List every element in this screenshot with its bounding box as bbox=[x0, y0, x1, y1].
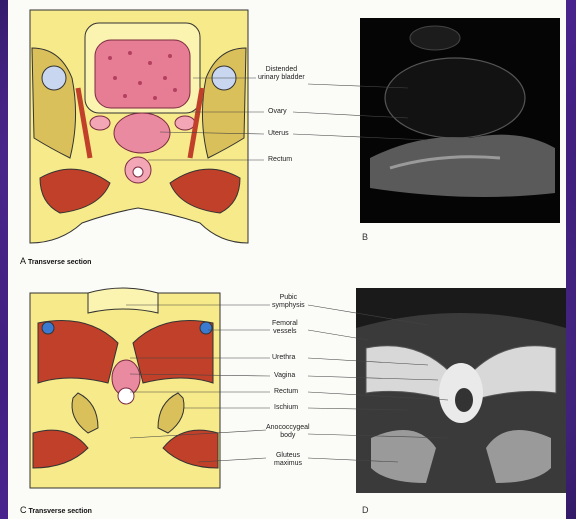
panel-c-caption: C Transverse section bbox=[20, 505, 92, 515]
panel-a-caption: A Transverse section bbox=[20, 256, 91, 266]
panel-d-letter: D bbox=[362, 505, 369, 515]
panel-c-caption-text: Transverse section bbox=[28, 508, 91, 515]
label-urethra: Urethra bbox=[272, 354, 295, 362]
label-distended-urinary-bladder: Distended urinary bladder bbox=[258, 66, 305, 82]
panel-b-letter: B bbox=[362, 232, 368, 242]
label-vagina: Vagina bbox=[274, 372, 295, 380]
label-ischium: Ischium bbox=[274, 404, 298, 412]
panel-a-letter: A bbox=[20, 256, 26, 266]
label-pubic-symphysis: Pubic symphysis bbox=[272, 294, 305, 310]
label-rectum-top: Rectum bbox=[268, 156, 292, 164]
figure-page: Distended urinary bladder Ovary Uterus R… bbox=[8, 0, 566, 519]
label-ovary: Ovary bbox=[268, 108, 287, 116]
label-rectum-bottom: Rectum bbox=[274, 388, 298, 396]
panel-c-letter: C bbox=[20, 505, 27, 515]
label-gluteus-maximus: Gluteus maximus bbox=[274, 452, 302, 468]
panel-a-caption-text: Transverse section bbox=[28, 259, 91, 266]
label-femoral-vessels: Femoral vessels bbox=[272, 320, 298, 336]
label-uterus: Uterus bbox=[268, 130, 289, 138]
label-anococcygeal-body: Anococcygeal body bbox=[266, 424, 310, 440]
